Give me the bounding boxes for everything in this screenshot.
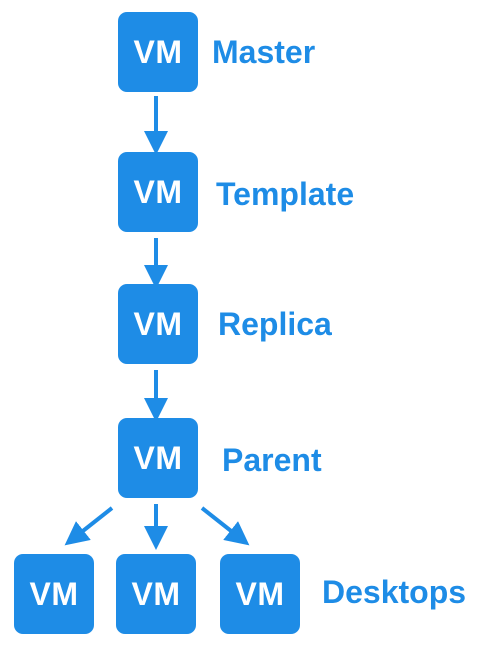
vm-box-template: VM [118,152,198,232]
arrow-parent-to-desktop-1 [64,506,114,546]
vm-box-replica: VM [118,284,198,364]
label-replica: Replica [218,306,332,342]
vm-box-desktop-2: VM [116,554,196,634]
vm-box-replica-text: VM [133,305,183,342]
vm-box-master: VM [118,12,198,92]
label-desktops: Desktops [322,574,467,610]
vm-box-desktop-2-text: VM [131,575,181,612]
label-master: Master [212,34,316,70]
vm-box-desktop-3-text: VM [235,575,285,612]
vm-box-desktop-1: VM [14,554,94,634]
vm-box-parent: VM [118,418,198,498]
vm-box-master-text: VM [133,33,183,70]
vm-box-template-text: VM [133,173,183,210]
vm-box-parent-text: VM [133,439,183,476]
vm-box-desktop-1-text: VM [29,575,79,612]
vm-box-desktop-3: VM [220,554,300,634]
label-template: Template [216,176,355,212]
arrow-parent-to-desktop-3 [200,506,250,546]
label-parent: Parent [222,442,322,478]
